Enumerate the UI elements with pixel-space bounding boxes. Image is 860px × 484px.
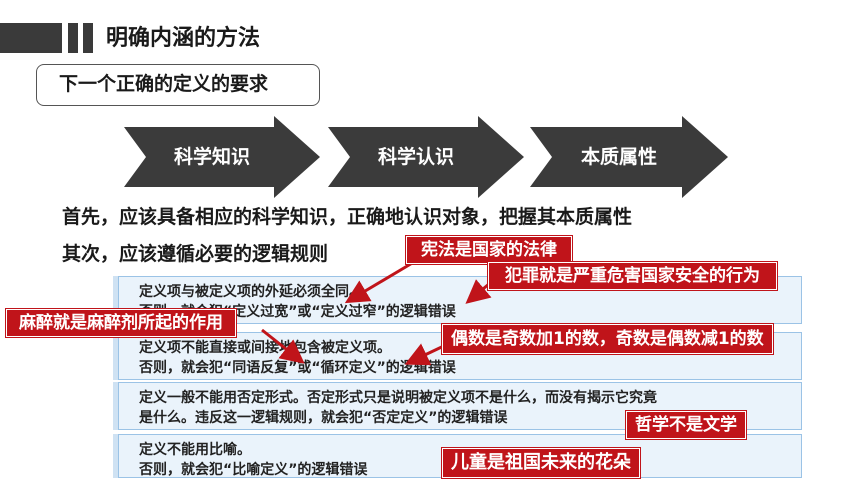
header-bar-wide (0, 23, 62, 53)
callout-crime: 犯罪就是严重危害国家安全的行为 (488, 262, 777, 290)
page-title: 明确内涵的方法 (106, 26, 261, 51)
rule-text: 定义项与被定义项的外延必须全同。 (139, 284, 363, 300)
header-bar-thin (83, 23, 93, 53)
chevron-arrow-icon (530, 116, 728, 198)
chevron-step-3: 本质属性 (530, 116, 728, 198)
chevron-step-2: 科学认识 (328, 116, 524, 198)
body-line-second: 其次，应该遵循必要的逻辑规则 (62, 243, 329, 265)
body-line-first: 首先，应该具备相应的科学知识，正确地认识对象，把握其本质属性 (62, 206, 633, 228)
callout-philosophy: 哲学不是文学 (626, 411, 746, 439)
chevron-process: 科学知识 科学认识 本质属性 (124, 116, 728, 198)
rule-text: 否则，就会犯“比喻定义”的逻辑错误 (139, 462, 368, 478)
callout-constitution: 宪法是国家的法律 (406, 236, 572, 264)
rule-text: 否则，就会犯“定义过宽”或“定义过窄”的逻辑错误 (139, 304, 456, 320)
chevron-label: 科学知识 (173, 146, 250, 168)
rule-text: 定义一般不能用否定形式。否定形式只是说明被定义项不是什么，而没有揭示它究竟 (139, 390, 657, 406)
chevron-arrow-icon (124, 116, 320, 198)
chevron-label: 科学认识 (377, 146, 454, 168)
header-decor-bars (0, 23, 93, 53)
requirement-box: 下一个正确的定义的要求 (36, 64, 320, 106)
chevron-step-1: 科学知识 (124, 116, 320, 198)
chevron-label: 本质属性 (580, 146, 657, 168)
rule-text: 否则，就会犯“同语反复”或“循环定义”的逻辑错误 (139, 360, 456, 376)
rule-text: 定义不能用比喻。 (139, 442, 251, 458)
rule-text: 是什么。违反这一逻辑规则，就会犯“否定定义”的逻辑错误 (139, 410, 508, 426)
header-bar-thin (68, 23, 78, 53)
chevron-arrow-icon (328, 116, 524, 198)
callout-children: 儿童是祖国未来的花朵 (442, 448, 640, 478)
callout-anesthesia: 麻醉就是麻醉剂所起的作用 (6, 309, 236, 337)
callout-even-odd: 偶数是奇数加1的数，奇数是偶数减1的数 (442, 324, 773, 354)
